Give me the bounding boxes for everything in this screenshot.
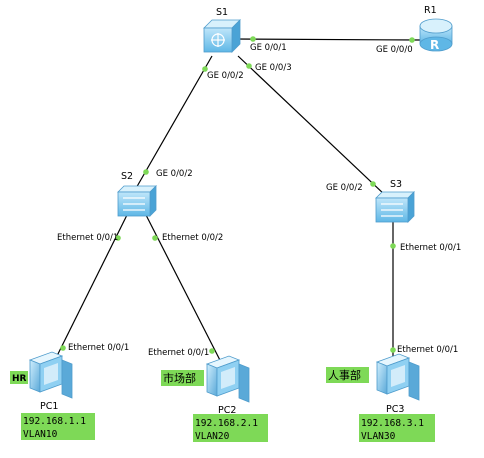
pc-icon xyxy=(28,351,73,399)
device-pc1[interactable]: HR PC1 192.168.1.1 VLAN10 xyxy=(10,351,95,440)
port-label: Ethernet 0/0/1 xyxy=(397,345,458,355)
port-dot xyxy=(390,347,396,353)
port-label: GE 0/0/1 xyxy=(250,43,287,53)
pc-ip: 192.168.3.1 xyxy=(361,418,424,429)
pc-ip: 192.168.2.1 xyxy=(195,418,258,429)
port-label: Ethernet 0/0/1 xyxy=(68,343,129,353)
link-s1-r1[interactable] xyxy=(233,38,421,41)
tag-highlight xyxy=(10,371,28,384)
port-label: GE 0/0/0 xyxy=(376,45,413,55)
device-r1[interactable]: R1 R xyxy=(419,5,453,52)
port-dot xyxy=(250,36,256,42)
port-dot xyxy=(115,235,121,241)
port-label: Ethernet 0/0/2 xyxy=(162,233,223,243)
access-switch-icon xyxy=(375,191,415,223)
device-s1[interactable]: S1 xyxy=(203,7,241,53)
device-label: R1 xyxy=(424,5,437,16)
port-label: Ethernet 0/0/1 xyxy=(148,348,209,358)
pc-tag: 市场部 xyxy=(163,371,196,385)
pc-icon xyxy=(205,355,250,403)
port-labels: GE 0/0/1 GE 0/0/0 GE 0/0/2 GE 0/0/3 GE 0… xyxy=(57,43,461,358)
core-switch-icon xyxy=(203,19,241,53)
device-s3[interactable]: S3 xyxy=(375,179,415,223)
link-s2-pc1[interactable] xyxy=(49,214,128,371)
port-dot xyxy=(209,348,215,354)
access-switch-icon xyxy=(117,185,157,217)
device-s2[interactable]: S2 xyxy=(117,171,157,217)
pc-tag: 人事部 xyxy=(328,368,361,382)
port-dot xyxy=(152,235,158,241)
device-label: S1 xyxy=(216,7,228,18)
port-dot xyxy=(370,181,376,187)
pc-tag: HR xyxy=(12,374,27,384)
tag-highlight xyxy=(161,370,204,386)
pc-vlan: VLAN20 xyxy=(195,431,230,442)
router-icon: R xyxy=(419,18,453,52)
pc-info-box xyxy=(193,414,268,442)
device-label: PC1 xyxy=(40,401,58,412)
pc-vlan: VLAN30 xyxy=(361,431,396,442)
link-s1-s2[interactable] xyxy=(134,55,213,191)
port-dot xyxy=(390,243,396,249)
device-pc2[interactable]: 市场部 PC2 192.168.2.1 VLAN20 xyxy=(161,355,268,442)
link-s1-s3[interactable] xyxy=(237,55,386,196)
port-dot xyxy=(60,345,66,351)
port-dot xyxy=(246,63,252,69)
links xyxy=(49,38,421,371)
port-dot xyxy=(409,37,415,43)
pc-info-box xyxy=(21,413,95,440)
port-dots xyxy=(60,36,415,354)
port-dot xyxy=(143,169,149,175)
device-label: PC2 xyxy=(218,405,236,416)
device-pc3[interactable]: 人事部 PC3 192.168.3.1 VLAN30 xyxy=(326,353,435,442)
pc-ip: 192.168.1.1 xyxy=(23,416,86,427)
link-s2-pc2[interactable] xyxy=(145,214,226,371)
port-label: Ethernet 0/0/1 xyxy=(57,233,118,243)
device-label: S2 xyxy=(121,171,133,182)
port-label: GE 0/0/2 xyxy=(326,183,363,193)
tag-highlight xyxy=(326,367,369,383)
pc-vlan: VLAN10 xyxy=(23,429,58,440)
device-label: S3 xyxy=(390,179,402,190)
port-dot xyxy=(202,66,208,72)
svg-text:R: R xyxy=(430,38,439,52)
port-label: GE 0/0/2 xyxy=(207,71,244,81)
port-label: Ethernet 0/0/1 xyxy=(400,243,461,253)
device-label: PC3 xyxy=(386,404,404,415)
pc-icon xyxy=(375,353,420,401)
port-label: GE 0/0/2 xyxy=(156,169,193,179)
pc-info-box xyxy=(359,414,435,442)
port-label: GE 0/0/3 xyxy=(255,63,292,73)
